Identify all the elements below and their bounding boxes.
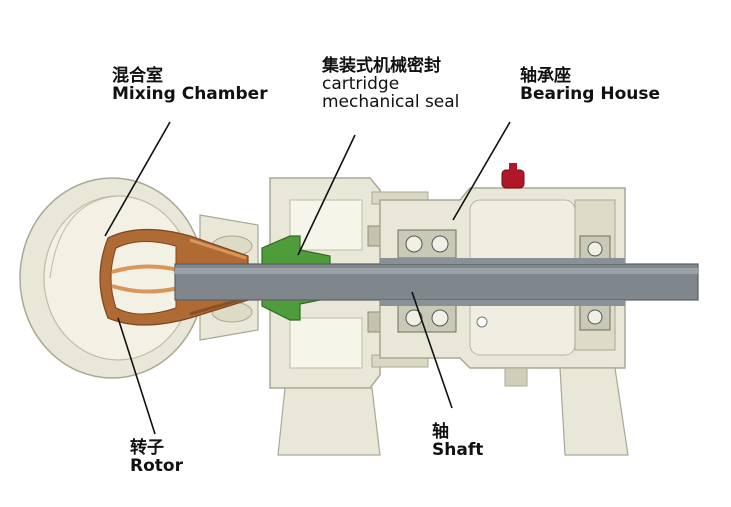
mixing-chamber-en: Mixing Chamber — [112, 83, 268, 104]
shaft-label: 轴 Shaft — [432, 422, 484, 460]
shaft — [174, 258, 699, 306]
shaft-zh: 轴 — [432, 422, 449, 442]
seal-en-line1: cartridge — [322, 73, 400, 94]
bearing-house-en: Bearing House — [520, 83, 661, 104]
seal-en-line2: mechanical seal — [322, 91, 460, 112]
shaft-en: Shaft — [432, 439, 484, 460]
bearing-house-label: 轴承座 Bearing House — [520, 66, 661, 104]
leader-lines — [104, 121, 511, 435]
mixing-chamber-zh: 混合室 — [112, 66, 163, 86]
bearing-rear — [579, 235, 611, 331]
mixing-chamber-label: 混合室 Mixing Chamber — [112, 66, 268, 104]
bearing-house-zh: 轴承座 — [520, 66, 571, 86]
rotor-label: 转子 Rotor — [130, 438, 183, 476]
seal-label: 集装式机械密封 cartridge mechanical seal — [322, 56, 460, 112]
rotor-zh: 转子 — [130, 438, 164, 458]
seal-zh: 集装式机械密封 — [322, 56, 441, 76]
red-knob — [501, 163, 525, 189]
rotor — [99, 228, 249, 326]
rotor-en: Rotor — [130, 455, 183, 476]
